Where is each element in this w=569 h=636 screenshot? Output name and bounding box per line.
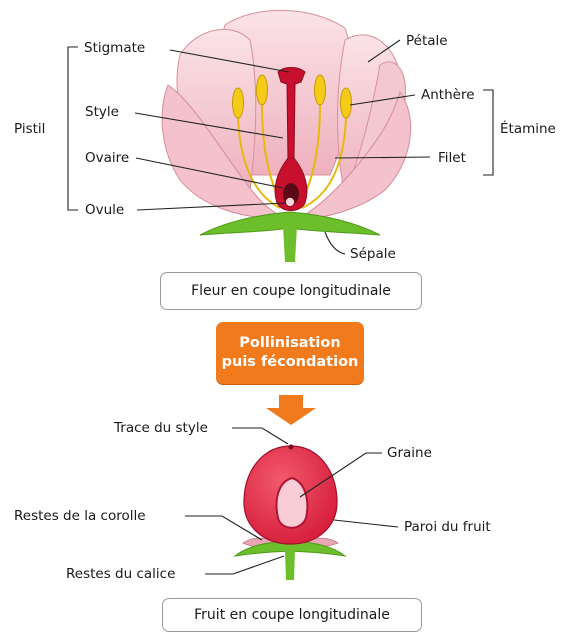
ovule-shape	[286, 198, 295, 207]
fruit-caption: Fruit en coupe longitudinale	[162, 598, 422, 632]
label-trace-style: Trace du style	[114, 420, 208, 436]
process-line-1: Pollinisation	[239, 334, 340, 353]
label-etamine: Étamine	[500, 121, 556, 137]
process-box: Pollinisation puis fécondation	[216, 322, 364, 384]
label-ovaire: Ovaire	[85, 150, 129, 166]
fruit-illustration	[185, 428, 398, 580]
label-stigmate: Stigmate	[84, 40, 145, 56]
label-restes-corolle: Restes de la corolle	[14, 508, 146, 524]
label-graine: Graine	[387, 445, 432, 461]
label-petale: Pétale	[406, 33, 448, 49]
label-sepale: Sépale	[350, 246, 396, 262]
label-pistil: Pistil	[14, 121, 45, 137]
label-anthere: Anthère	[421, 87, 475, 103]
stem-shape	[283, 226, 297, 262]
label-restes-calice: Restes du calice	[66, 566, 175, 582]
process-arrow	[266, 395, 316, 425]
label-ovule: Ovule	[85, 202, 124, 218]
process-line-2: puis fécondation	[222, 353, 359, 372]
style-trace-dot	[289, 445, 294, 450]
seed-shape	[277, 478, 308, 528]
flower-caption: Fleur en coupe longitudinale	[160, 272, 422, 310]
label-style: Style	[85, 104, 119, 120]
label-filet: Filet	[438, 150, 466, 166]
label-paroi-fruit: Paroi du fruit	[404, 519, 491, 535]
